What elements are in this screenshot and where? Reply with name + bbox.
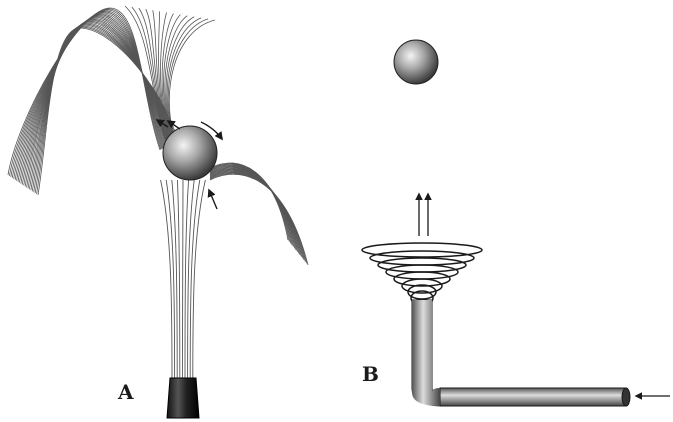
updraft-arrows	[419, 194, 428, 236]
water-jet	[161, 180, 206, 378]
jet-line	[177, 180, 179, 378]
spray-line-upper	[167, 18, 201, 140]
ball-b	[394, 40, 438, 84]
nozzle	[167, 378, 199, 418]
pipe-opening	[622, 388, 630, 406]
right-water-spray	[210, 163, 308, 265]
spray-line	[14, 12, 164, 179]
jet-line	[182, 180, 183, 378]
pipe-elbow	[412, 300, 440, 406]
spiral-ring	[362, 243, 482, 257]
jet-line	[193, 180, 206, 378]
spray-line	[210, 174, 308, 265]
pipe-horizontal	[440, 388, 626, 406]
spray-line	[12, 11, 162, 178]
panel-b-spiral-nozzle	[362, 40, 670, 406]
label-a: A	[118, 380, 134, 404]
ball-a	[163, 126, 217, 180]
spray-line	[210, 173, 305, 262]
spray-line	[210, 174, 307, 264]
panel-a-fountain	[8, 6, 308, 418]
jet-line	[161, 180, 172, 378]
label-b: B	[362, 362, 379, 386]
spiral-coil	[362, 243, 482, 305]
